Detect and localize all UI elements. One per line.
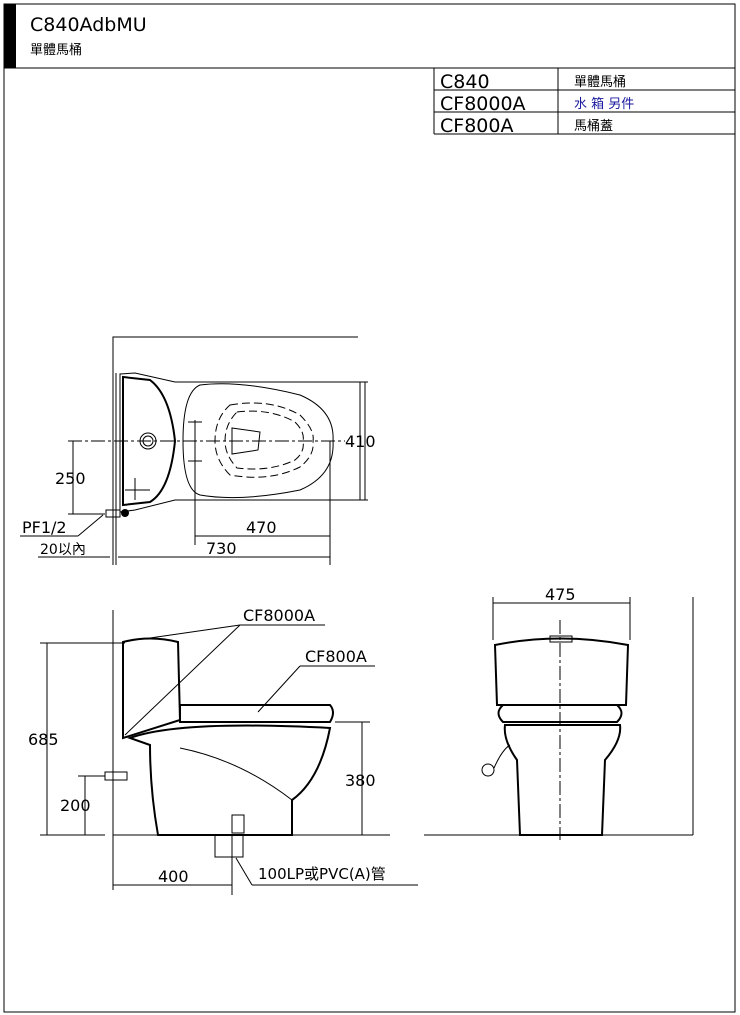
header-bar: [4, 4, 16, 68]
dim-seat-470: 470: [246, 518, 277, 537]
drawing-border: [3, 3, 736, 1013]
part-desc: 水 箱 另件: [574, 96, 634, 112]
part-code: CF800A: [440, 115, 513, 137]
pipe-label: PF1/2: [22, 518, 67, 537]
dim-width-475: 475: [545, 585, 576, 604]
tank-label: CF8000A: [243, 606, 315, 625]
front-view: CF8000A CF800A 685 200 380 400 100LP或PVC…: [28, 606, 418, 895]
seat-label: CF800A: [305, 647, 367, 666]
dim-supply-200: 200: [60, 796, 91, 815]
dim-offset-250: 250: [55, 469, 86, 488]
dim-rough-in-400: 400: [158, 867, 189, 886]
top-view: 410 250 470 730 PF1/2 20以內: [20, 336, 376, 565]
model-title: C840AdbMU: [30, 14, 147, 36]
part-code: CF8000A: [440, 93, 526, 115]
dim-seat-height-380: 380: [345, 771, 376, 790]
drain-label: 100LP或PVC(A)管: [258, 865, 386, 883]
part-desc: 馬桶蓋: [574, 119, 613, 134]
dim-width-410: 410: [345, 432, 376, 451]
model-subtitle: 單體馬桶: [30, 43, 82, 58]
parts-table: C840 單體馬桶 CF8000A 水 箱 另件 CF800A 馬桶蓋: [433, 68, 735, 137]
dim-length-730: 730: [206, 539, 237, 558]
side-view: 475: [424, 585, 694, 840]
wall-gap-label: 20以內: [40, 542, 86, 558]
dim-height-685: 685: [28, 730, 59, 749]
part-code: C840: [440, 71, 490, 93]
part-desc: 單體馬桶: [574, 75, 626, 90]
